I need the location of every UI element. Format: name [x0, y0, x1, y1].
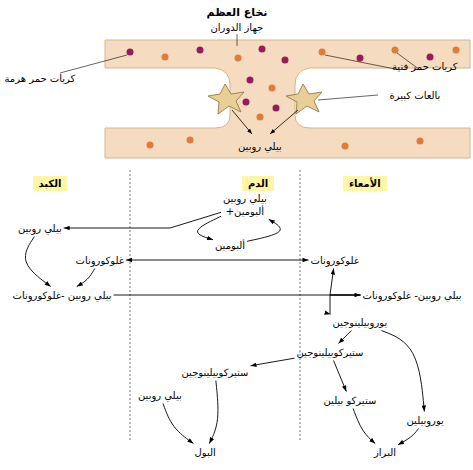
- flow-arrow: [398, 429, 419, 445]
- node-text: يوروبيلينوجين: [333, 316, 388, 329]
- young-red-cell: [269, 85, 276, 92]
- column-header: الكبد: [33, 176, 68, 191]
- flow-arrow: [77, 269, 95, 287]
- flow-arrow: [114, 295, 361, 296]
- flow-arrow: [334, 361, 347, 392]
- young-red-cell: [162, 54, 169, 61]
- macrophage: [208, 84, 244, 114]
- young-red-cell: [187, 137, 194, 144]
- flow-arrow: [353, 409, 375, 444]
- node-text: الكبد: [39, 177, 62, 190]
- young-red-cell: [453, 47, 460, 54]
- node-text: بيلي روبين: [138, 389, 182, 402]
- flow-arrow: [381, 331, 424, 412]
- flow-arrow: [163, 404, 193, 444]
- leader-line: [318, 95, 378, 100]
- leader-line: [60, 55, 127, 73]
- node-text: البول: [195, 446, 216, 459]
- flow-arrow: [247, 219, 280, 241]
- node-text: بيلي روبين -غلوكورونات: [13, 289, 112, 302]
- node-text: بيلي روبين- غلوكورونات: [363, 289, 462, 302]
- red-cells: [127, 46, 460, 150]
- compound-label: غلوكورونات: [311, 254, 360, 267]
- macrophage-output-arrow: [270, 110, 298, 134]
- node-text: غلوكورونات: [311, 254, 360, 267]
- young-red-cell: [392, 47, 399, 54]
- compound-label: يوروبيلين: [407, 414, 444, 427]
- young-red-cell: [319, 49, 326, 56]
- node-text: ستيركوبيلينوجين: [182, 366, 249, 379]
- flow-arrow: [338, 331, 351, 344]
- illustration-label: كريات حمر هرمة: [5, 72, 76, 85]
- compound-label: بيلي روبين: [18, 222, 62, 235]
- column-header: الأمعاء: [343, 176, 387, 191]
- compound-label: يوروبيلينوجين: [333, 316, 388, 329]
- macrophage: [286, 84, 322, 114]
- node-text: ستيركوبيلينوجين: [297, 346, 364, 359]
- bone-marrow-vessel: [105, 40, 470, 158]
- illustration-label: جهاز الدوران: [211, 21, 264, 34]
- young-red-cell: [342, 143, 349, 150]
- illustration-label: بالعات كبيرة: [390, 89, 441, 102]
- flow-arrow: [64, 212, 221, 228]
- old-red-cell: [273, 105, 280, 112]
- column-divider: [300, 170, 301, 440]
- old-red-cell: [243, 99, 250, 106]
- young-red-cell: [235, 55, 242, 62]
- compound-label: ألبومين: [215, 239, 245, 252]
- old-red-cell: [427, 54, 434, 61]
- flow-arrow: [330, 295, 361, 314]
- compound-label: ستيركوبيلينوجين: [182, 366, 249, 379]
- compound-label: بيلي روبين- غلوكورونات: [363, 289, 462, 302]
- leader-line: [237, 34, 238, 46]
- node-text: البراز: [374, 446, 396, 459]
- young-red-cell: [147, 142, 154, 149]
- node-text: يوروبيلين: [407, 414, 444, 427]
- column-header: الدم: [242, 176, 274, 191]
- node-text: بيلي روبين: [18, 222, 62, 235]
- node-text: ألبومين+: [223, 205, 267, 218]
- flow-arrow: [250, 358, 294, 366]
- old-red-cell: [127, 49, 134, 56]
- compound-label: بيلي روبين: [138, 389, 182, 402]
- old-red-cell: [197, 47, 204, 54]
- flow-arrow: [25, 237, 50, 287]
- compound-label: البول: [195, 446, 216, 459]
- node-text: الأمعاء: [349, 177, 381, 190]
- macrophage-output-arrow: [232, 110, 252, 134]
- compound-label: بيلي روبين -غلوكورونات: [13, 289, 112, 302]
- compound-label: ستيركوبيلينوجين: [297, 346, 364, 359]
- flow-arrow: [330, 269, 361, 296]
- illustration-label: نخاع العظم: [207, 6, 268, 19]
- flow-arrow: [198, 216, 221, 239]
- flow-arrow: [209, 381, 218, 444]
- column-divider: [130, 170, 131, 440]
- young-red-cell: [417, 138, 424, 145]
- illustration-label: كريات حمر فتية: [392, 60, 458, 73]
- illustration-label: بيلي روبين: [238, 140, 282, 153]
- leader-line: [325, 55, 400, 70]
- compound-label: غلوكورونات: [76, 254, 125, 267]
- node-text: الدم: [248, 177, 268, 190]
- node-text: ألبومين: [215, 239, 245, 252]
- compound-label: ستيركو بيلين: [324, 394, 377, 407]
- old-red-cell: [282, 57, 289, 64]
- young-red-cell: [257, 114, 264, 121]
- node-text: ستيركو بيلين: [324, 394, 377, 407]
- node-text: بيلي روبين: [223, 192, 267, 205]
- old-red-cell: [247, 77, 254, 84]
- compound-label: بيلي روبينألبومين+: [223, 192, 267, 218]
- compound-label: البراز: [374, 446, 396, 459]
- old-red-cell: [357, 55, 364, 62]
- old-red-cell: [259, 46, 266, 53]
- node-text: غلوكورونات: [76, 254, 125, 267]
- flow-arrow: [126, 260, 308, 261]
